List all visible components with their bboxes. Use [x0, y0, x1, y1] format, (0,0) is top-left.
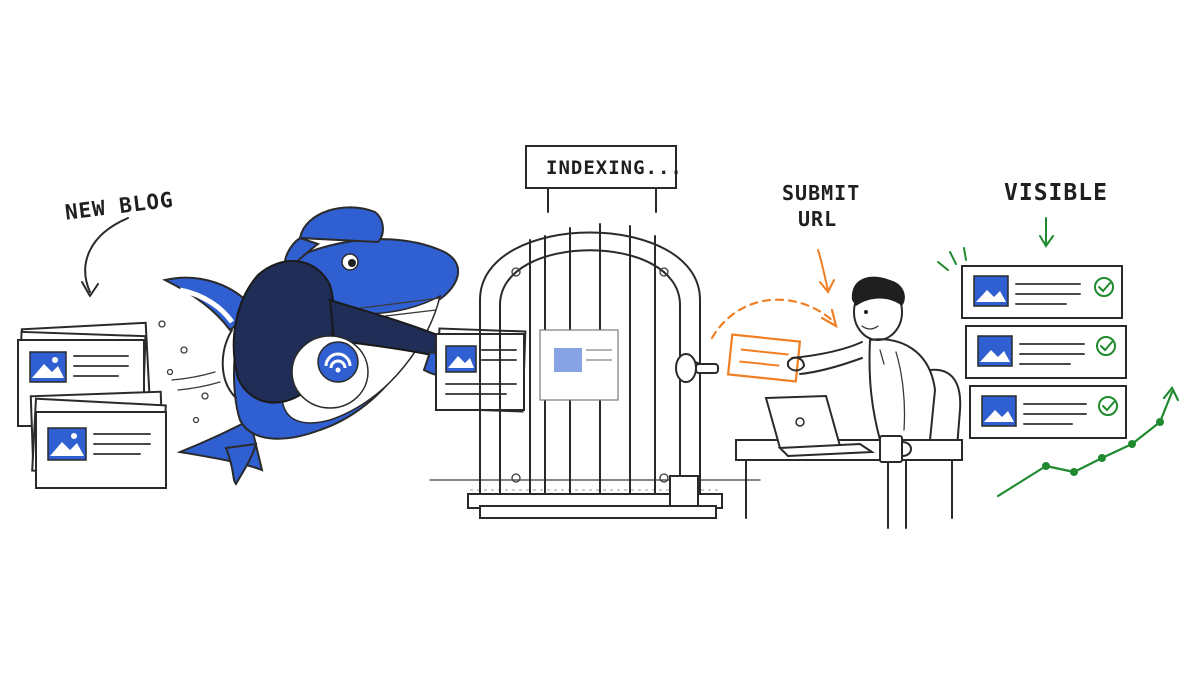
image-icon [29, 351, 67, 383]
growth-trend-line [996, 385, 1180, 498]
check-icon [1098, 396, 1118, 416]
visible-result-card [969, 385, 1127, 439]
check-icon [1094, 277, 1114, 297]
image-icon [973, 275, 1009, 307]
visible-label: VISIBLE [1004, 180, 1108, 206]
new-blog-arrowhead [81, 281, 99, 297]
whale-shirt-logo-icon [317, 341, 359, 383]
visible-result-card [965, 325, 1127, 379]
image-icon [981, 395, 1017, 427]
new-blog-label: NEW BLOG [64, 188, 175, 225]
gate-icon [429, 187, 761, 519]
indexing-label: INDEXING... [546, 157, 683, 179]
submit-label-line1: SUBMIT [782, 181, 860, 205]
mug-icon [879, 435, 912, 463]
url-card [726, 333, 802, 383]
indexing-sign: INDEXING... [525, 145, 683, 189]
new-blog-arrow [84, 217, 129, 293]
laptop-icon [764, 394, 876, 458]
visible-result-card [961, 265, 1123, 319]
motion-bubbles [158, 320, 221, 424]
submit-label-line2: URL [798, 207, 837, 231]
check-icon [1096, 336, 1116, 356]
image-icon [445, 345, 477, 373]
new-blog-group: NEW BLOG [17, 188, 175, 489]
whale-icon [162, 206, 478, 486]
visible-group: VISIBLE [937, 180, 1180, 498]
submit-arrow [710, 298, 836, 340]
submit-url-group: SUBMIT URL [710, 181, 860, 383]
blog-page-stack [17, 321, 167, 489]
image-icon [977, 335, 1013, 367]
image-icon [47, 427, 87, 461]
